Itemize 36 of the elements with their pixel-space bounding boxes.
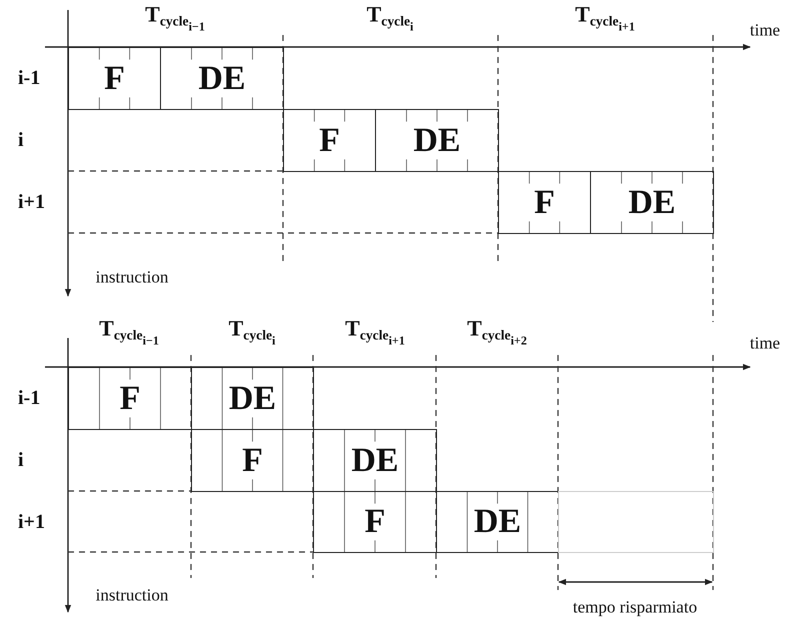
axis-label: time (750, 22, 780, 38)
saved-time-outline (558, 491, 714, 553)
stage-box (436, 491, 559, 553)
stage-box (313, 429, 437, 492)
stage-label: DE (474, 505, 522, 539)
stage-box (498, 171, 591, 234)
axis-label: instruction (96, 586, 168, 604)
stage-box (283, 109, 376, 172)
row-label: i+1 (18, 192, 45, 212)
row-label: i (18, 130, 24, 150)
stage-label: F (319, 124, 340, 158)
stage-label: DE (413, 124, 461, 158)
stage-box (68, 47, 161, 110)
stage-box (160, 47, 284, 110)
stage-label: DE (228, 382, 276, 416)
row-label: i-1 (18, 68, 40, 88)
stage-label: DE (198, 62, 246, 96)
stage-label: F (120, 382, 140, 416)
row-label: i-1 (18, 388, 40, 408)
stage-label: F (104, 62, 125, 96)
stage-label: F (242, 444, 263, 478)
stage-box (313, 491, 437, 553)
row-label: i+1 (18, 512, 45, 532)
stage-box (590, 171, 714, 234)
stage-label: F (364, 505, 386, 539)
stage-box (191, 429, 314, 492)
stage-box (68, 367, 192, 430)
stage-label: DE (351, 444, 399, 478)
stage-label: DE (628, 186, 676, 220)
stage-box (375, 109, 499, 172)
axis-label: instruction (96, 268, 168, 286)
stage-box (191, 367, 314, 430)
axis-label: time (750, 334, 780, 352)
row-label: i (18, 450, 24, 470)
axis-label: tempo risparmiato (572, 598, 698, 616)
stage-label: F (534, 186, 555, 220)
